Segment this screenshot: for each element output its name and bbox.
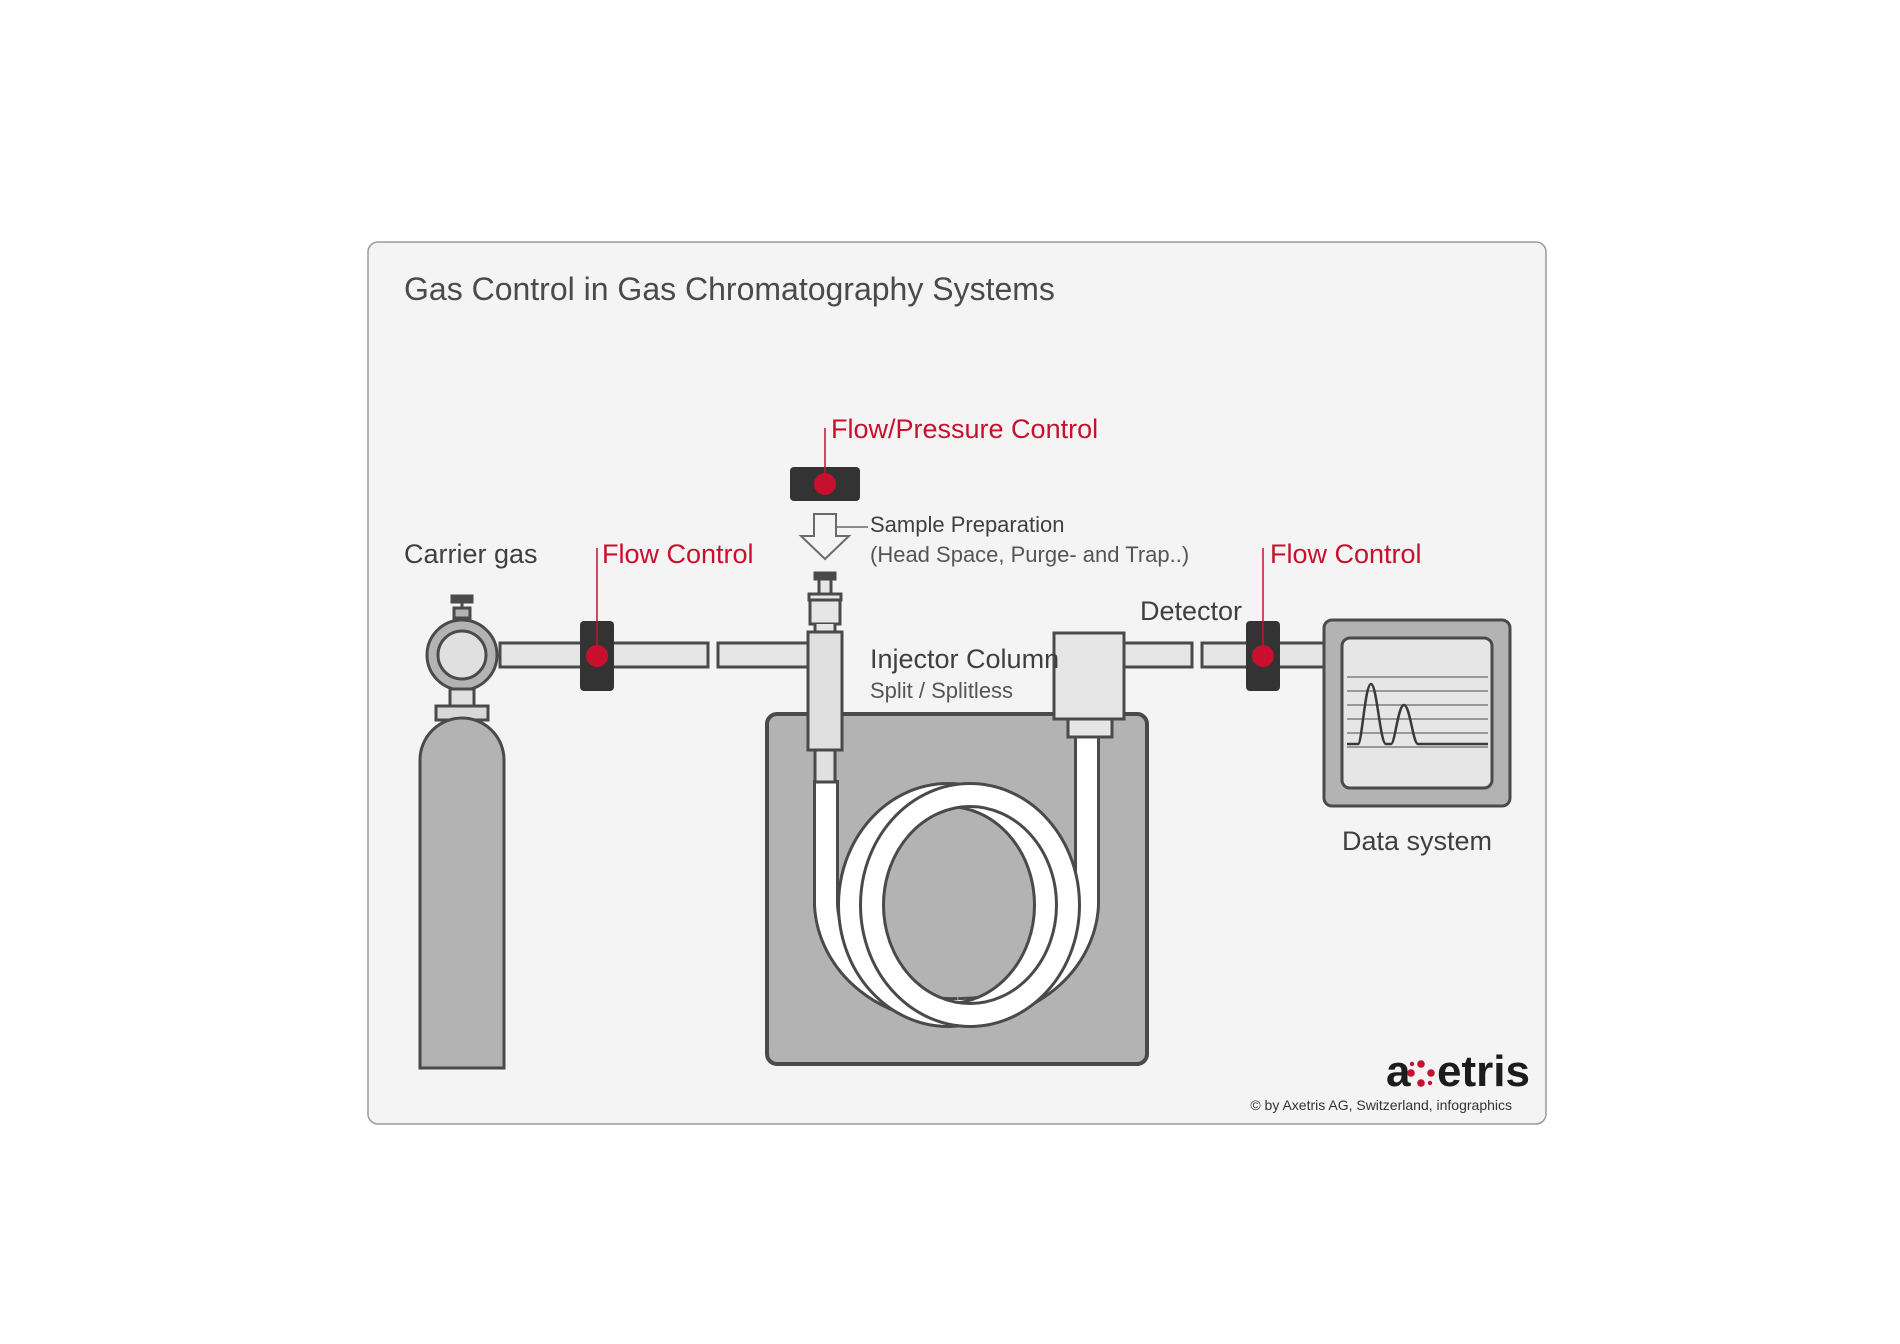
diagram-panel [367,241,1547,1125]
label-carrier-gas: Carrier gas [404,539,538,569]
detector-unit [1052,631,1126,739]
label-injector-column: Injector Column [870,644,1059,674]
copyright-notice: © by Axetris AG, Switzerland, infographi… [1250,1097,1512,1113]
label-flow-control-right: Flow Control [1270,539,1422,569]
flow-controller-right [1246,548,1280,691]
axetris-logo: a etris [1386,1047,1530,1096]
flow-pressure-controller [790,428,860,501]
column-coil [813,730,1100,1028]
pipe-carrier-to-injector [498,641,810,669]
logo-x-dots [1407,1060,1435,1087]
label-injector-sub: Split / Splitless [870,678,1013,703]
sample-prep-arrow [798,513,868,561]
flow-controller-left [580,548,614,691]
svg-text:etris: etris [1437,1047,1530,1096]
pipe-detector-to-data [1120,641,1326,669]
label-flow-control-left: Flow Control [602,539,754,569]
injector-syringe [806,571,844,784]
page-title: Gas Control in Gas Chromatography System… [404,271,1055,307]
data-system-monitor [1322,618,1512,808]
carrier-gas-cylinder [418,594,506,1070]
label-data-system: Data system [1342,826,1492,856]
chromatogram-trace [1347,682,1488,746]
label-sample-preparation: Sample Preparation [870,512,1064,537]
svg-text:a: a [1386,1047,1411,1096]
label-detector: Detector [1140,596,1242,626]
label-flow-pressure-control: Flow/Pressure Control [831,414,1098,444]
label-sample-preparation-sub: (Head Space, Purge- and Trap..) [870,542,1189,567]
